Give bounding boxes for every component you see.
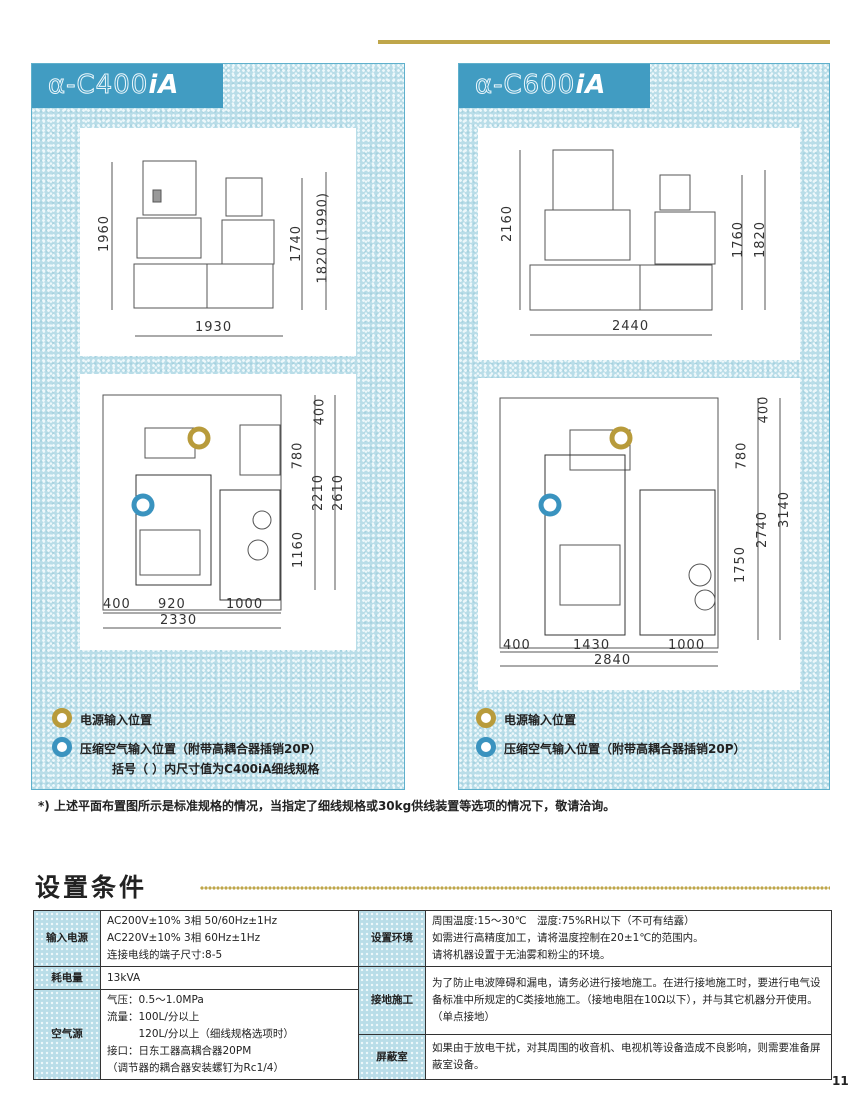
- machine-drawings: [102, 149, 781, 667]
- dim-height: 1960: [97, 214, 113, 253]
- legend-note: 括号（ ）内尺寸值为C400iA细线规格: [112, 762, 320, 776]
- dim-plan-cabinet: 1000: [226, 597, 264, 612]
- line: 流量：100L/分以上: [107, 1011, 200, 1023]
- installation-conditions-table: 输入电源 AC200V±10% 3相 50/60Hz±1Hz AC220V±10…: [33, 910, 832, 1080]
- dim-plan-top: 400: [756, 395, 772, 424]
- dim-plan-table: 920: [158, 597, 186, 612]
- plan-view-c400: [80, 374, 356, 650]
- line: AC200V±10% 3相 50/60Hz±1Hz: [107, 915, 278, 927]
- section-title: 设置条件: [35, 873, 148, 902]
- label-environment: 设置环境: [358, 910, 426, 967]
- dim-plan-width: 2330: [160, 613, 198, 628]
- air-input-icon: [476, 737, 496, 757]
- c400-front-drawing: [111, 160, 327, 337]
- c600-front-drawing: [519, 149, 766, 336]
- dim-plan-width: 2840: [594, 653, 632, 668]
- dim-height: 2160: [500, 204, 516, 243]
- dim-max-height: 1820: [753, 220, 769, 259]
- legend-power: 电源输入位置: [504, 713, 577, 727]
- model-title: α-C400iA: [32, 64, 223, 108]
- dim-width: 2440: [612, 319, 650, 334]
- power-input-icon: [476, 708, 496, 728]
- line: （调节器的耦合器安装螺钉为Rc1/4）: [107, 1062, 284, 1074]
- plan-view-c600: [478, 378, 800, 690]
- line: AC220V±10% 3相 60Hz±1Hz: [107, 932, 261, 944]
- section-rule: [200, 886, 830, 890]
- value-environment: 周围温度:15～30℃ 湿度:75%RH以下（不可有结露） 如需进行高精度加工，…: [425, 910, 832, 967]
- dim-plan-lower: 1750: [733, 545, 749, 584]
- dim-plan-mid: 2740: [755, 510, 771, 549]
- line: 请将机器设置于无油雾和粉尘的环境。: [432, 949, 611, 961]
- legend-air: 压缩空气输入位置（附带高耦合器插销20P）: [80, 742, 322, 756]
- dim-plan-top: 400: [312, 397, 328, 426]
- page-number: 11: [832, 1074, 849, 1088]
- dim-plan-mid: 2210: [311, 473, 327, 512]
- value-air: 气压：0.5～1.0MPa 流量：100L/分以上 120L/分以上（细线规格选…: [100, 989, 359, 1080]
- label-air: 空气源: [33, 989, 101, 1080]
- front-view-c600: [478, 128, 800, 360]
- value-grounding: 为了防止电波障碍和漏电，请务必进行接地施工。在进行接地施工时，要进行电气设备标准…: [425, 966, 832, 1035]
- dim-cabinet-height: 1760: [731, 220, 747, 259]
- model-title: α-C600iA: [459, 64, 650, 108]
- dim-cabinet-height: 1740: [289, 224, 305, 263]
- value-shield: 如果由于放电干扰，对其周围的收音机、电视机等设备造成不良影响，则需要准备屏蔽室设…: [425, 1034, 832, 1080]
- label-shield: 屏蔽室: [358, 1034, 426, 1080]
- dim-plan-depth: 3140: [777, 490, 793, 529]
- c600-plan-drawing: [499, 397, 781, 667]
- dim-width: 1930: [195, 320, 233, 335]
- header-rule: [378, 40, 830, 44]
- label-consumption: 耗电量: [33, 966, 101, 990]
- value-consumption: 13kVA: [100, 966, 359, 990]
- front-view-c400: [80, 128, 356, 356]
- location-markers: [131, 426, 633, 517]
- line: 接口：日东工器高耦合器20PM: [107, 1045, 252, 1057]
- power-input-icon: [52, 708, 72, 728]
- line: 如需进行高精度加工，请将温度控制在20±1℃的范围内。: [432, 932, 704, 944]
- line: 气压：0.5～1.0MPa: [107, 994, 204, 1006]
- legend-power: 电源输入位置: [80, 713, 153, 727]
- dim-plan-table: 1430: [573, 638, 611, 653]
- c400-plan-drawing: [102, 394, 336, 629]
- dim-plan-upper: 780: [734, 441, 750, 470]
- dim-plan-depth: 2610: [331, 473, 347, 512]
- dim-plan-left: 400: [503, 638, 531, 653]
- line: 120L/分以上（细线规格选项时）: [107, 1028, 294, 1040]
- dim-plan-upper: 780: [290, 441, 306, 470]
- dim-plan-cabinet: 1000: [668, 638, 706, 653]
- legend-air: 压缩空气输入位置（附带高耦合器插销20P）: [504, 742, 746, 756]
- line: 连接电线的端子尺寸:8-5: [107, 949, 223, 961]
- dim-plan-left: 400: [103, 597, 131, 612]
- line: 周围温度:15～30℃ 湿度:75%RH以下（不可有结露）: [432, 915, 695, 927]
- label-grounding: 接地施工: [358, 966, 426, 1035]
- value-input-power: AC200V±10% 3相 50/60Hz±1Hz AC220V±10% 3相 …: [100, 910, 359, 967]
- label-input-power: 输入电源: [33, 910, 101, 967]
- air-input-icon: [52, 737, 72, 757]
- dim-max-height: 1820 (1990): [315, 192, 331, 284]
- footnote: *) 上述平面布置图所示是标准规格的情况，当指定了细线规格或30kg供线装置等选…: [38, 799, 616, 813]
- dim-plan-lower: 1160: [291, 530, 307, 569]
